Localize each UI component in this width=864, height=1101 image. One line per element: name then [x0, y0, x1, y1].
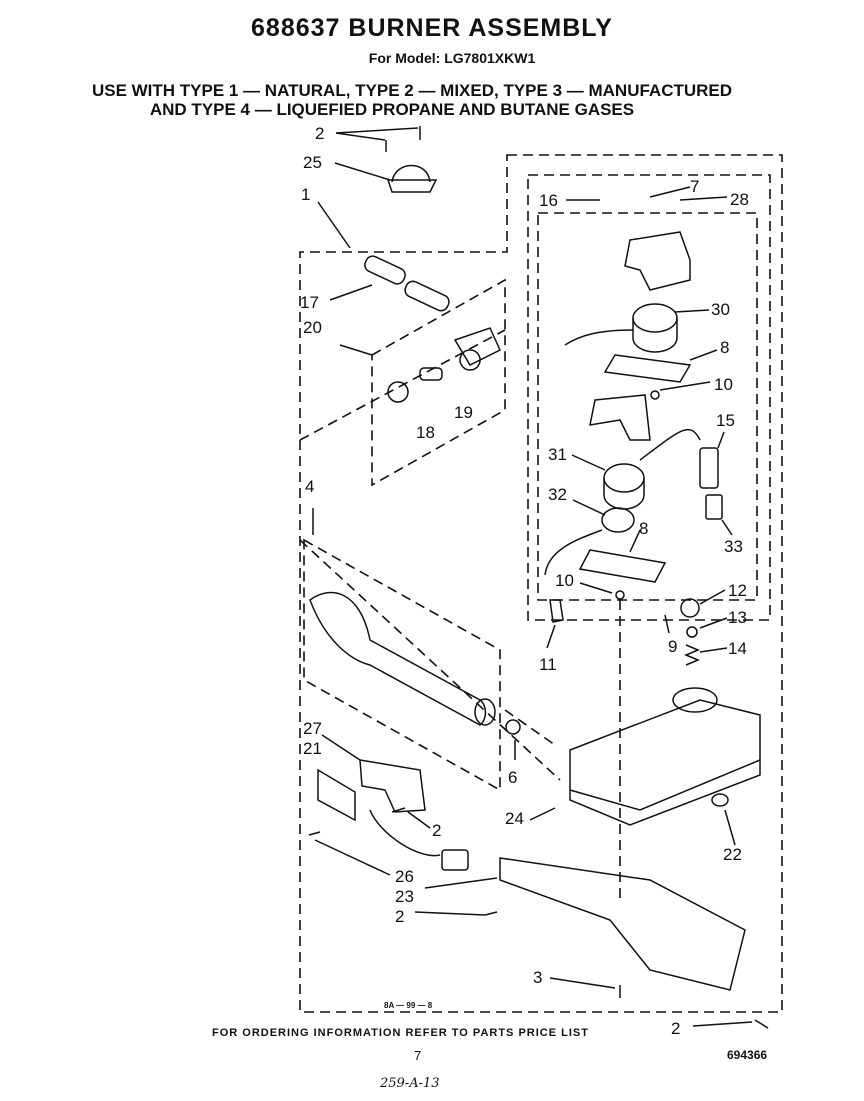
screw-21: [308, 831, 321, 836]
coil-32: [601, 507, 635, 533]
burner-tube: [309, 591, 487, 726]
callout-30: 30: [711, 300, 730, 319]
connector-22: [711, 793, 729, 807]
pipe-clamp: [386, 164, 438, 193]
callout-25: 25: [303, 153, 322, 172]
screw-bottom-2: [754, 1019, 769, 1029]
callout-2-top: 2: [315, 124, 324, 143]
callout-24: 24: [505, 809, 524, 828]
orifice-6: [505, 719, 521, 735]
retainer-13: [686, 626, 698, 638]
callout-13: 13: [728, 608, 747, 627]
callout-18: 18: [416, 423, 435, 442]
gas-type-line-2: AND TYPE 4 — LIQUEFIED PROPANE AND BUTAN…: [149, 100, 635, 119]
callout-16: 16: [539, 191, 558, 210]
callout-2-mid: 2: [432, 821, 441, 840]
solenoid-coil-30: [632, 303, 678, 333]
callout-17: 17: [300, 293, 319, 312]
callout-3: 3: [533, 968, 542, 987]
callout-26: 26: [395, 867, 414, 886]
screw-23: [484, 911, 498, 916]
outer-dashed-outline: [299, 154, 783, 1013]
page-number: 7: [414, 1048, 422, 1063]
page-title: 688637 BURNER ASSEMBLY: [251, 14, 613, 42]
callout-8-top: 8: [720, 338, 729, 357]
callout-21: 21: [303, 739, 322, 758]
spring-14: [684, 644, 700, 666]
callout-23: 23: [395, 887, 414, 906]
callout-27: 27: [303, 719, 322, 738]
handwritten-note: 259-A-13: [380, 1076, 440, 1091]
callout-32: 32: [548, 485, 567, 504]
callout-2-low: 2: [395, 907, 404, 926]
callout-1: 1: [301, 185, 310, 204]
tube-fitting-17: [364, 255, 406, 285]
callout-19: 19: [454, 403, 473, 422]
valve-bracket-mid: [589, 394, 651, 441]
tube-fitting-17b: [404, 280, 450, 312]
callout-6: 6: [508, 768, 517, 787]
callout-10-top: 10: [714, 375, 733, 394]
screw-mid-2: [391, 807, 406, 813]
ordering-info: FOR ORDERING INFORMATION REFER TO PARTS …: [212, 1027, 589, 1039]
washer-10-mid: [615, 590, 625, 600]
valve-group-outline: [527, 174, 771, 621]
fitting-group-outline: [371, 278, 506, 487]
connector-33: [705, 494, 723, 520]
callout-2-bottom: 2: [671, 1019, 680, 1038]
igniter-21: [317, 768, 356, 822]
fitting-19: [419, 367, 443, 381]
callout-28: 28: [730, 190, 749, 209]
callout-10-mid: 10: [555, 571, 574, 590]
cap-12: [680, 598, 700, 618]
gas-valve-body: [569, 699, 761, 811]
mounting-bracket-23: [499, 857, 746, 991]
callout-12: 12: [728, 581, 747, 600]
callout-15: 15: [716, 411, 735, 430]
orifice-holder: [453, 327, 501, 371]
callout-8-mid: 8: [639, 519, 648, 538]
washer-10-top: [650, 390, 660, 400]
valve-bracket-top: [624, 231, 691, 291]
connector-11: [549, 599, 564, 623]
callout-33: 33: [724, 537, 743, 556]
plate-8-mid: [578, 549, 667, 583]
model-line: For Model: LG7801XKW1: [368, 50, 536, 66]
connector-15: [699, 447, 719, 489]
document-part-number: 694366: [727, 1048, 768, 1062]
screw-pair-top: [385, 126, 421, 152]
callout-4: 4: [305, 477, 314, 496]
nut-18: [387, 381, 409, 403]
callout-20: 20: [303, 318, 322, 337]
igniter-bracket: [359, 759, 426, 813]
callout-9: 9: [668, 637, 677, 656]
callout-14: 14: [728, 639, 747, 658]
connector-26: [441, 849, 469, 871]
solenoid-coil-31: [603, 463, 645, 493]
valve-group-inner-outline: [537, 212, 758, 601]
burner-group-outline: [303, 538, 501, 792]
plate-8-top: [603, 354, 692, 383]
callout-11: 11: [539, 655, 557, 674]
callout-22: 22: [723, 845, 742, 864]
callout-7: 7: [690, 177, 699, 196]
drawing-code: 8A — 99 — 8: [384, 1001, 433, 1010]
callout-31: 31: [548, 445, 567, 464]
gas-type-line-1: USE WITH TYPE 1 — NATURAL, TYPE 2 — MIXE…: [91, 81, 733, 100]
